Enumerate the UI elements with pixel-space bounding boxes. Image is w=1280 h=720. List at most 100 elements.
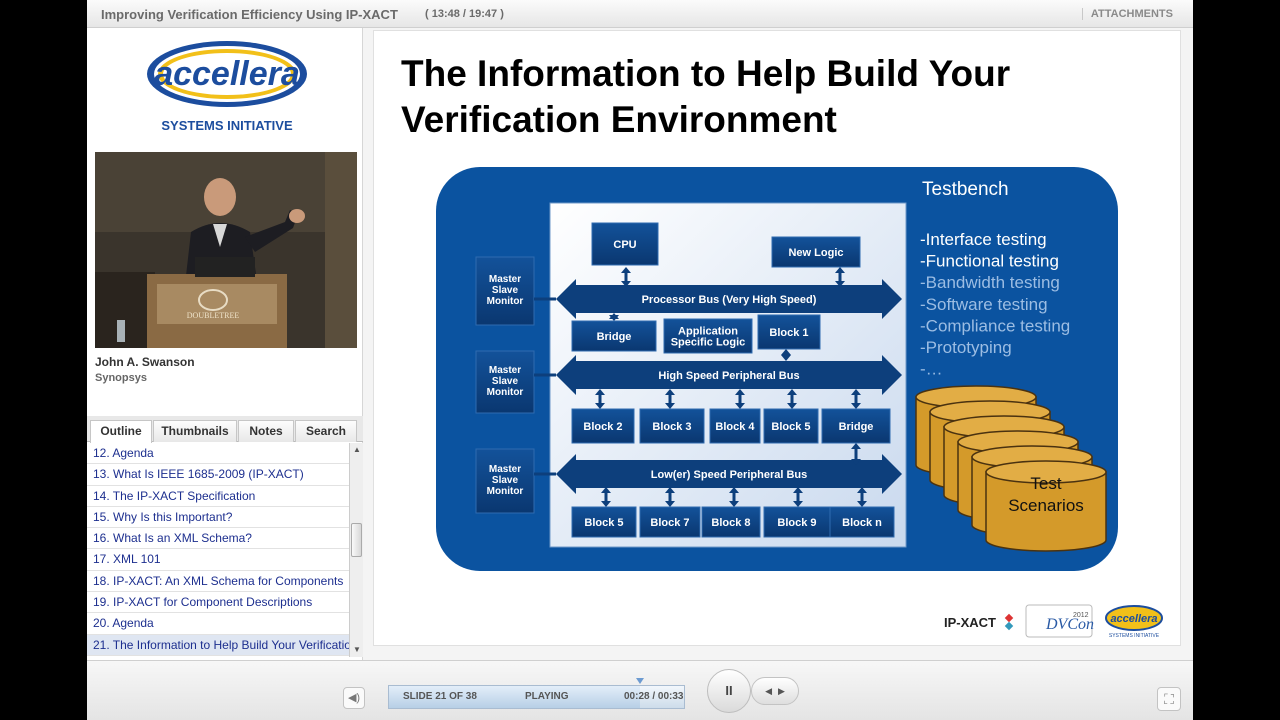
row2-block-label: Block 3: [652, 421, 691, 433]
previous-slide-button[interactable]: ◀: [765, 686, 772, 696]
next-slide-button[interactable]: ▶: [778, 686, 785, 696]
scroll-down-arrow-icon[interactable]: ▼: [353, 645, 361, 654]
progress-marker-icon[interactable]: [635, 678, 644, 684]
application-logic-block-label: Application: [678, 326, 738, 338]
cpu-block-label: CPU: [613, 239, 636, 251]
title-bar: Improving Verification Efficiency Using …: [87, 0, 1193, 28]
tab-search[interactable]: Search: [295, 420, 357, 442]
row2-block: [763, 408, 819, 444]
logo-subtitle: SYSTEMS INITIATIVE: [161, 118, 293, 133]
left-panel: accellera SYSTEMS INITIATIVE DOUBLETREE …: [87, 28, 363, 660]
row2-block: [571, 408, 635, 444]
tab-thumbnails[interactable]: Thumbnails: [153, 420, 237, 442]
application-logic-block: [663, 318, 753, 354]
connection-arrow: [601, 487, 611, 507]
presenter-head: [204, 178, 236, 216]
player-controls: ◀) SLIDE 21 OF 38 PLAYING 00:28 / 00:33 …: [87, 660, 1193, 720]
outline-item[interactable]: 14. The IP-XACT Specification: [87, 486, 349, 507]
tab-notes[interactable]: Notes: [238, 420, 294, 442]
monitor-label: Slave: [492, 285, 519, 296]
row3-block: [701, 506, 761, 538]
monitor-label: Monitor: [487, 486, 524, 497]
volume-icon[interactable]: ◀): [343, 687, 365, 709]
testing-item: -Prototyping: [920, 338, 1012, 357]
new-logic-block-label: New Logic: [788, 247, 843, 259]
presenter-name: John A. Swanson: [95, 355, 195, 369]
fullscreen-icon[interactable]: ⛶: [1157, 687, 1181, 711]
accellera-logo: accellera SYSTEMS INITIATIVE: [147, 41, 307, 133]
connection-arrows: [595, 267, 867, 507]
testing-item: -…: [920, 360, 943, 379]
connection-arrow: [735, 389, 745, 409]
test-scenarios-label: Test: [1030, 474, 1061, 493]
connection-arrow: [857, 487, 867, 507]
playback-status: PLAYING: [525, 691, 569, 702]
scroll-up-arrow-icon[interactable]: ▲: [353, 445, 361, 454]
row2-block: [639, 408, 705, 444]
row2-block-label: Block 4: [715, 421, 755, 433]
connection-arrow: [595, 389, 605, 409]
row3-block: [571, 506, 637, 538]
slide-title: The Information to Help Build Your Verif…: [401, 53, 1011, 140]
row3-block: [639, 506, 701, 538]
row2-block-label: Block 2: [583, 421, 622, 433]
monitor-label: Master: [489, 464, 521, 475]
presenter-hand: [289, 209, 305, 223]
outline-scrollbar[interactable]: ▲ ▼: [349, 443, 363, 657]
presentation-time: ( 13:48 / 19:47 ): [425, 8, 504, 20]
monitor-label: Monitor: [487, 387, 524, 398]
connection-arrow: [729, 487, 739, 507]
ipxact-logo-text: IP-XACT: [944, 615, 996, 630]
logo-text: accellera: [154, 55, 300, 93]
accellera-small-logo-text: accellera: [1110, 613, 1157, 625]
outline-item[interactable]: 21. The Information to Help Build Your V…: [87, 634, 349, 656]
podium-text: DOUBLETREE: [187, 311, 240, 320]
bus-arrow: [556, 279, 902, 319]
outline-item[interactable]: 20. Agenda: [87, 613, 349, 635]
connection-arrow: [665, 487, 675, 507]
bus-arrow: [556, 454, 902, 494]
testing-item: -Compliance testing: [920, 316, 1070, 335]
row2-block: [709, 408, 761, 444]
row2-block-label: Bridge: [839, 421, 874, 433]
slide-area: The Information to Help Build Your Verif…: [373, 30, 1181, 646]
presentation-title: Improving Verification Efficiency Using …: [101, 7, 398, 22]
monitor-block: [475, 350, 535, 414]
outline-item[interactable]: 13. What Is IEEE 1685-2009 (IP-XACT): [87, 464, 349, 486]
progress-bar[interactable]: SLIDE 21 OF 38 PLAYING 00:28 / 00:33: [388, 678, 685, 709]
bus-arrow: [556, 355, 902, 395]
pause-button[interactable]: II: [707, 669, 751, 713]
new-logic-block: [771, 236, 861, 268]
test-scenarios-label: Scenarios: [1008, 496, 1084, 515]
row3-block-label: Block n: [842, 517, 882, 529]
outline-item[interactable]: 17. XML 101: [87, 549, 349, 571]
testing-item: -Software testing: [920, 295, 1048, 314]
presenter-video: DOUBLETREE: [95, 152, 357, 348]
player-window: Improving Verification Efficiency Using …: [87, 0, 1193, 720]
connection-arrow: [609, 313, 619, 321]
accellera-small-logo: accellera SYSTEMS INITIATIVE: [1105, 605, 1163, 639]
connection-arrow: [835, 267, 845, 287]
prev-next-group: ◀▶: [751, 677, 799, 705]
bus-label: High Speed Peripheral Bus: [658, 370, 799, 382]
outline-item[interactable]: 19. IP-XACT for Component Descriptions: [87, 592, 349, 614]
scroll-thumb[interactable]: [351, 523, 362, 557]
scenario-cylinder: [985, 460, 1107, 552]
tab-outline[interactable]: Outline: [90, 420, 152, 443]
attachments-button[interactable]: ATTACHMENTS: [1081, 8, 1173, 20]
outline-item[interactable]: 16. What Is an XML Schema?: [87, 528, 349, 550]
block-1-label: Block 1: [769, 327, 808, 339]
connection-arrow: [787, 389, 797, 409]
monitor-label: Slave: [492, 376, 519, 387]
testing-item: -Bandwidth testing: [920, 273, 1060, 292]
dvcon-year: 2012: [1073, 612, 1089, 619]
outline-item[interactable]: 12. Agenda: [87, 443, 349, 465]
connection-arrow: [665, 389, 675, 409]
testing-item: -Interface testing: [920, 230, 1047, 249]
connection-arrow: [793, 487, 803, 507]
bridge-block-label: Bridge: [597, 331, 632, 343]
outline-item[interactable]: 15. Why Is this Important?: [87, 507, 349, 529]
outline-item[interactable]: 18. IP-XACT: An XML Schema for Component…: [87, 571, 349, 593]
